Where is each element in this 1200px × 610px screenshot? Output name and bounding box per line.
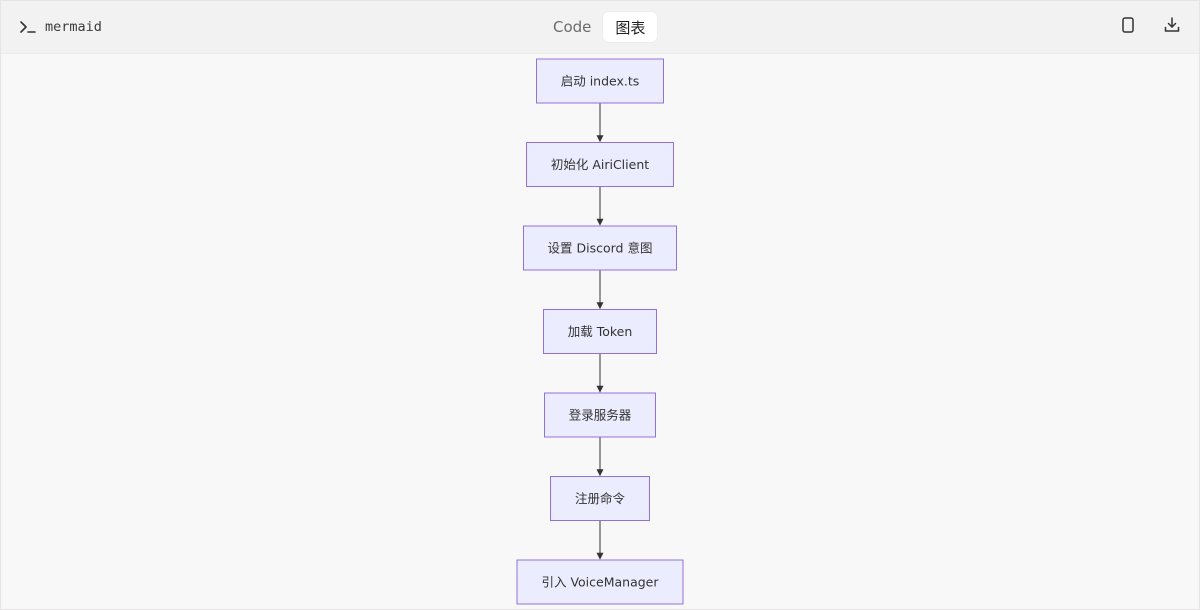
diagram-canvas: 启动 index.ts 初始化 AiriClient 设置 Discord 意图加载… xyxy=(1,54,1199,609)
flow-node-box xyxy=(550,476,650,521)
flow-node-label: 启动 index.ts xyxy=(561,74,640,89)
flow-node-7: 引入 VoiceManager xyxy=(516,559,684,605)
flow-node-box xyxy=(526,142,674,187)
terminal-prompt-icon xyxy=(19,18,37,36)
flow-node-3: 设置 Discord 意图 xyxy=(523,225,677,271)
flow-node-1: 启动 index.ts xyxy=(536,58,664,104)
flow-node-box xyxy=(516,559,684,605)
flow-node-box xyxy=(544,392,656,438)
flow-node-label: 加载 Token xyxy=(568,324,633,339)
flow-node-box xyxy=(523,225,677,271)
flow-node-6: 注册命令 xyxy=(550,476,650,521)
flow-node-label: 初始化 AiriClient xyxy=(551,157,649,172)
flow-node-4: 加载 Token xyxy=(543,309,657,354)
flow-node-5: 登录服务器 xyxy=(544,392,656,438)
download-button[interactable] xyxy=(1160,15,1184,39)
code-block-header: mermaid Code 图表 xyxy=(1,1,1199,54)
language-label: mermaid xyxy=(45,19,102,35)
tab-diagram[interactable]: 图表 xyxy=(603,12,658,42)
flow-node-box xyxy=(536,58,664,104)
download-icon xyxy=(1162,15,1182,39)
flow-node-box xyxy=(543,309,657,354)
copy-button[interactable] xyxy=(1116,15,1140,39)
tab-code[interactable]: Code xyxy=(553,18,592,36)
flowchart-diagram: 启动 index.ts 初始化 AiriClient 设置 Discord 意图加载… xyxy=(516,58,684,605)
copy-icon xyxy=(1118,15,1138,39)
language-indicator: mermaid xyxy=(19,16,102,38)
flow-node-label: 设置 Discord 意图 xyxy=(548,241,653,256)
view-tabs: Code 图表 xyxy=(545,12,658,42)
flow-node-label: 登录服务器 xyxy=(569,408,632,423)
flow-node-label: 注册命令 xyxy=(575,491,626,506)
flow-node-label: 引入 VoiceManager xyxy=(541,575,659,590)
flow-node-2: 初始化 AiriClient xyxy=(526,142,674,187)
